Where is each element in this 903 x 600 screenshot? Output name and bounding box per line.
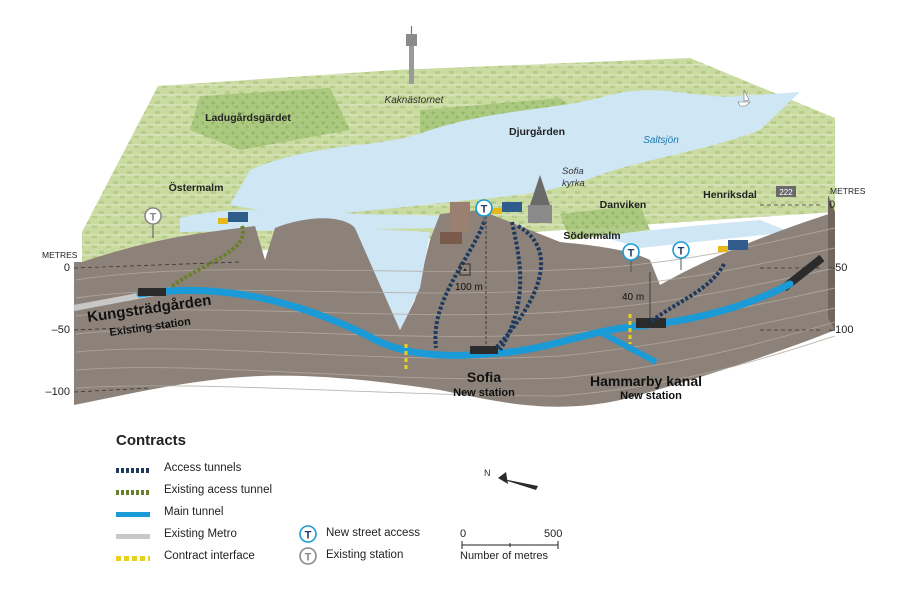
svg-text:T: T bbox=[305, 552, 312, 564]
main-tunnel-branch bbox=[598, 329, 658, 365]
label-sofia-kyrka-2: kyrka bbox=[562, 178, 585, 189]
legend-title: Contracts bbox=[116, 432, 187, 449]
new-street-access-T-icon: T bbox=[672, 241, 690, 270]
access-tunnels bbox=[433, 221, 726, 352]
main-tunnel bbox=[136, 280, 794, 359]
water-section bbox=[355, 228, 430, 330]
left-tick-100: –100 bbox=[46, 386, 70, 398]
sofia-station-box bbox=[470, 346, 498, 354]
label-danviken: Danviken bbox=[600, 199, 647, 211]
north-arrow-icon: N bbox=[484, 468, 538, 490]
water-hammarby bbox=[600, 220, 790, 248]
legend-label: Main tunnel bbox=[164, 506, 224, 518]
existing-access-tunnel bbox=[170, 225, 246, 288]
existing-station-T-icon: T bbox=[144, 207, 162, 238]
elevator-icon bbox=[459, 263, 471, 276]
road-222-badge bbox=[776, 186, 796, 197]
truck-icon bbox=[718, 240, 748, 252]
station-hammarby-name: Hammarby kanal bbox=[590, 373, 702, 389]
truck-icon bbox=[492, 202, 522, 214]
kaknastornet-tower-icon bbox=[406, 26, 417, 84]
scale-line bbox=[461, 541, 559, 549]
right-tick-50: –50 bbox=[829, 262, 847, 274]
sofia-depth-label: 100 m bbox=[455, 282, 483, 293]
station-sofia-sub: New station bbox=[453, 387, 515, 399]
legend-label: New street access bbox=[326, 527, 420, 539]
label-ostermalm: Östermalm bbox=[169, 181, 224, 194]
left-tick-50: –50 bbox=[52, 324, 70, 336]
legend-label: Existing acess tunnel bbox=[164, 484, 273, 496]
legend-label: Existing station bbox=[326, 549, 404, 561]
svg-text:T: T bbox=[305, 530, 312, 542]
existing-metro-swatch bbox=[116, 534, 150, 539]
station-sofia-name: Sofia bbox=[467, 369, 501, 385]
label-ladugardsgardet: Ladugårdsgärdet bbox=[205, 112, 291, 124]
legend-label: Existing Metro bbox=[164, 528, 237, 540]
scale-end: 500 bbox=[544, 528, 563, 540]
sailboat-icon bbox=[737, 89, 751, 107]
hammarby-station-box bbox=[636, 318, 666, 328]
new-street-access-icon: T bbox=[299, 525, 317, 543]
depth-reference-lines bbox=[73, 204, 822, 393]
main-tunnel-swatch bbox=[116, 512, 150, 517]
label-henriksdal: Henriksdal bbox=[703, 189, 757, 201]
label-sodermalm: Södermalm bbox=[563, 230, 620, 242]
scale-label: Number of metres bbox=[460, 550, 549, 562]
left-tick-0: 0 bbox=[64, 262, 70, 274]
new-street-access-T-icon: T bbox=[622, 243, 640, 272]
station-hammarby-sub: New station bbox=[620, 390, 682, 402]
access-tunnels-swatch bbox=[116, 468, 150, 473]
water-saltsjon bbox=[230, 90, 800, 215]
svg-text:T: T bbox=[628, 248, 635, 260]
sofia-buildings-icon bbox=[440, 175, 552, 244]
label-sofia-kyrka-1: Sofia bbox=[562, 166, 584, 177]
existing-access-swatch bbox=[116, 490, 150, 495]
park-sodermalm bbox=[560, 205, 650, 240]
svg-text:T: T bbox=[150, 212, 157, 224]
park-ladugardsgardet bbox=[190, 88, 350, 150]
scale-bar: 0 500 Number of metres bbox=[458, 528, 568, 568]
label-road-222: 222 bbox=[779, 188, 793, 197]
existing-station-icon: T bbox=[299, 547, 317, 565]
label-kaknastornet: Kaknästornet bbox=[385, 95, 445, 106]
truck-icon bbox=[218, 212, 248, 224]
contract-interface-swatch bbox=[116, 556, 150, 561]
scale-start: 0 bbox=[460, 528, 467, 540]
right-tick-0: 0 bbox=[829, 199, 835, 211]
svg-text:T: T bbox=[481, 204, 488, 216]
label-djurgarden: Djurgården bbox=[509, 126, 565, 138]
svg-text:T: T bbox=[678, 246, 685, 258]
legend-label: Access tunnels bbox=[164, 462, 242, 474]
new-street-access-T-icon: T bbox=[475, 199, 493, 224]
svg-text:N: N bbox=[484, 468, 491, 478]
kungstradgarden-station-box bbox=[138, 288, 166, 296]
right-tick-100: –100 bbox=[829, 324, 853, 336]
right-axis-title: METRES bbox=[830, 186, 866, 196]
legend-label: Contract interface bbox=[164, 550, 255, 562]
label-saltsjon: Saltsjön bbox=[643, 135, 679, 146]
legend: Contracts Access tunnels Existing acess … bbox=[112, 432, 442, 572]
hammarby-depth-label: 40 m bbox=[622, 292, 644, 303]
left-axis-title: METRES bbox=[42, 250, 78, 260]
